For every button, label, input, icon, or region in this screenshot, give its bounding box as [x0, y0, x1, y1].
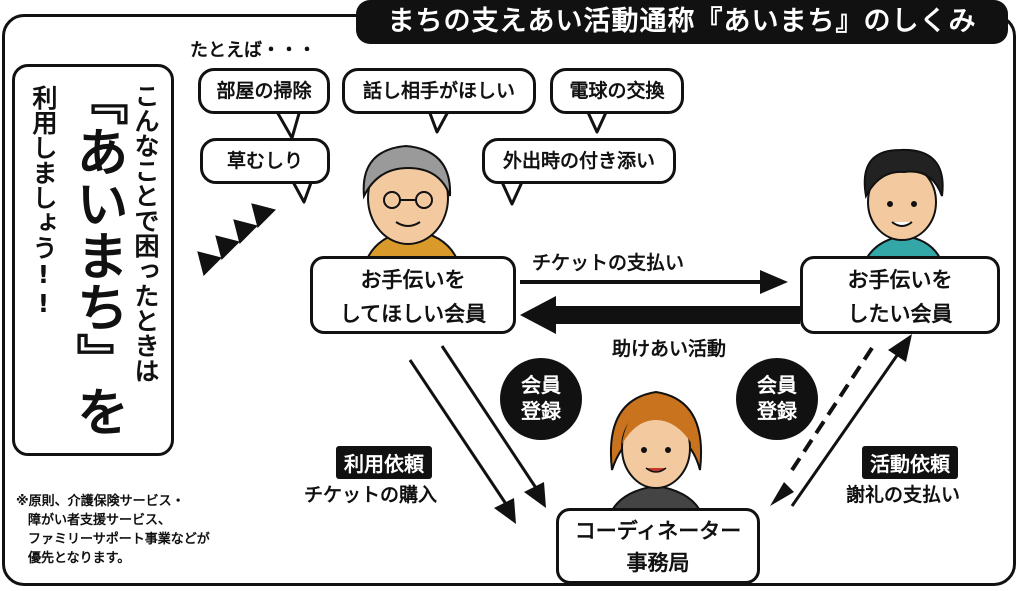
activity-request-tag: 活動依頼 [862, 446, 958, 479]
panel-line-3: 利用しましょう!! [29, 85, 58, 318]
helping-member-box: お手伝いを したい会員 [800, 256, 1000, 334]
left-call-to-action-panel: こんなことで困ったときは 『あいまち』を 利用しましょう!! [12, 64, 174, 456]
dashed-flow-arrow [790, 346, 874, 472]
ticket-payment-arrow [520, 270, 788, 294]
helping-member-line-1: お手伝いを [847, 268, 953, 292]
bubble-lightbulb-change: 電球の交換 [550, 68, 684, 114]
elderly-person-icon [362, 144, 462, 269]
badge-right-line-1: 会員 [757, 373, 797, 397]
requesting-member-line-2: してほしい会員 [339, 302, 487, 326]
coordinator-person-icon [606, 390, 706, 521]
requesting-member-box: お手伝いを してほしい会員 [310, 256, 516, 334]
badge-right-line-2: 登録 [757, 399, 797, 423]
helping-member-line-2: したい会員 [847, 302, 953, 326]
badge-left-line-2: 登録 [521, 399, 561, 423]
activity-request-arrows [770, 334, 912, 507]
badge-left-line-1: 会員 [521, 373, 561, 397]
panel-line-1: こんなことで困ったときは [131, 83, 160, 383]
member-registration-badge-left: 会員 登録 [500, 358, 582, 440]
bubble-room-cleaning: 部屋の掃除 [198, 68, 330, 114]
bubble-weeding: 草むしり [200, 138, 330, 184]
coordinator-office-box: コーディネーター 事務局 [556, 508, 760, 584]
speech-bubble-tails [274, 107, 610, 206]
mutual-help-arrow [520, 296, 800, 334]
bubble-outing-escort: 外出時の付き添い [482, 138, 676, 184]
footnote-line-3: ファミリーサポート事業などが [28, 532, 210, 547]
diagram-title: まちの支えあい活動通称『あいまち』のしくみ [356, 0, 1008, 44]
young-person-icon [860, 148, 946, 269]
bubble-conversation-partner: 話し相手がほしい [342, 68, 536, 114]
mutual-help-label: 助けあい活動 [612, 338, 727, 360]
ticket-purchase-label: チケットの購入 [304, 484, 438, 506]
office-line-1: コーディネーター [574, 519, 742, 543]
ticket-payment-label: チケットの支払い [532, 252, 685, 274]
footnote-line-2: 障がい者支援サービス、 [28, 513, 172, 528]
footnote: ※原則、介護保険サービス・ 障がい者支援サービス、 ファミリーサポート事業などが… [16, 492, 210, 568]
requesting-member-line-1: お手伝いを [360, 268, 466, 292]
footnote-line-4: 優先となります。 [28, 551, 131, 566]
office-line-2: 事務局 [626, 551, 690, 575]
member-registration-badge-right: 会員 登録 [736, 358, 818, 440]
usage-request-tag: 利用依頼 [336, 446, 432, 479]
usage-request-arrows [408, 345, 546, 524]
panel-line-2: 『あいまち』を [67, 73, 127, 437]
thanks-payment-label: 謝礼の支払い [846, 484, 961, 506]
for-example-label: たとえば・・・ [190, 40, 316, 61]
footnote-line-1: ※原則、介護保険サービス・ [16, 494, 185, 509]
